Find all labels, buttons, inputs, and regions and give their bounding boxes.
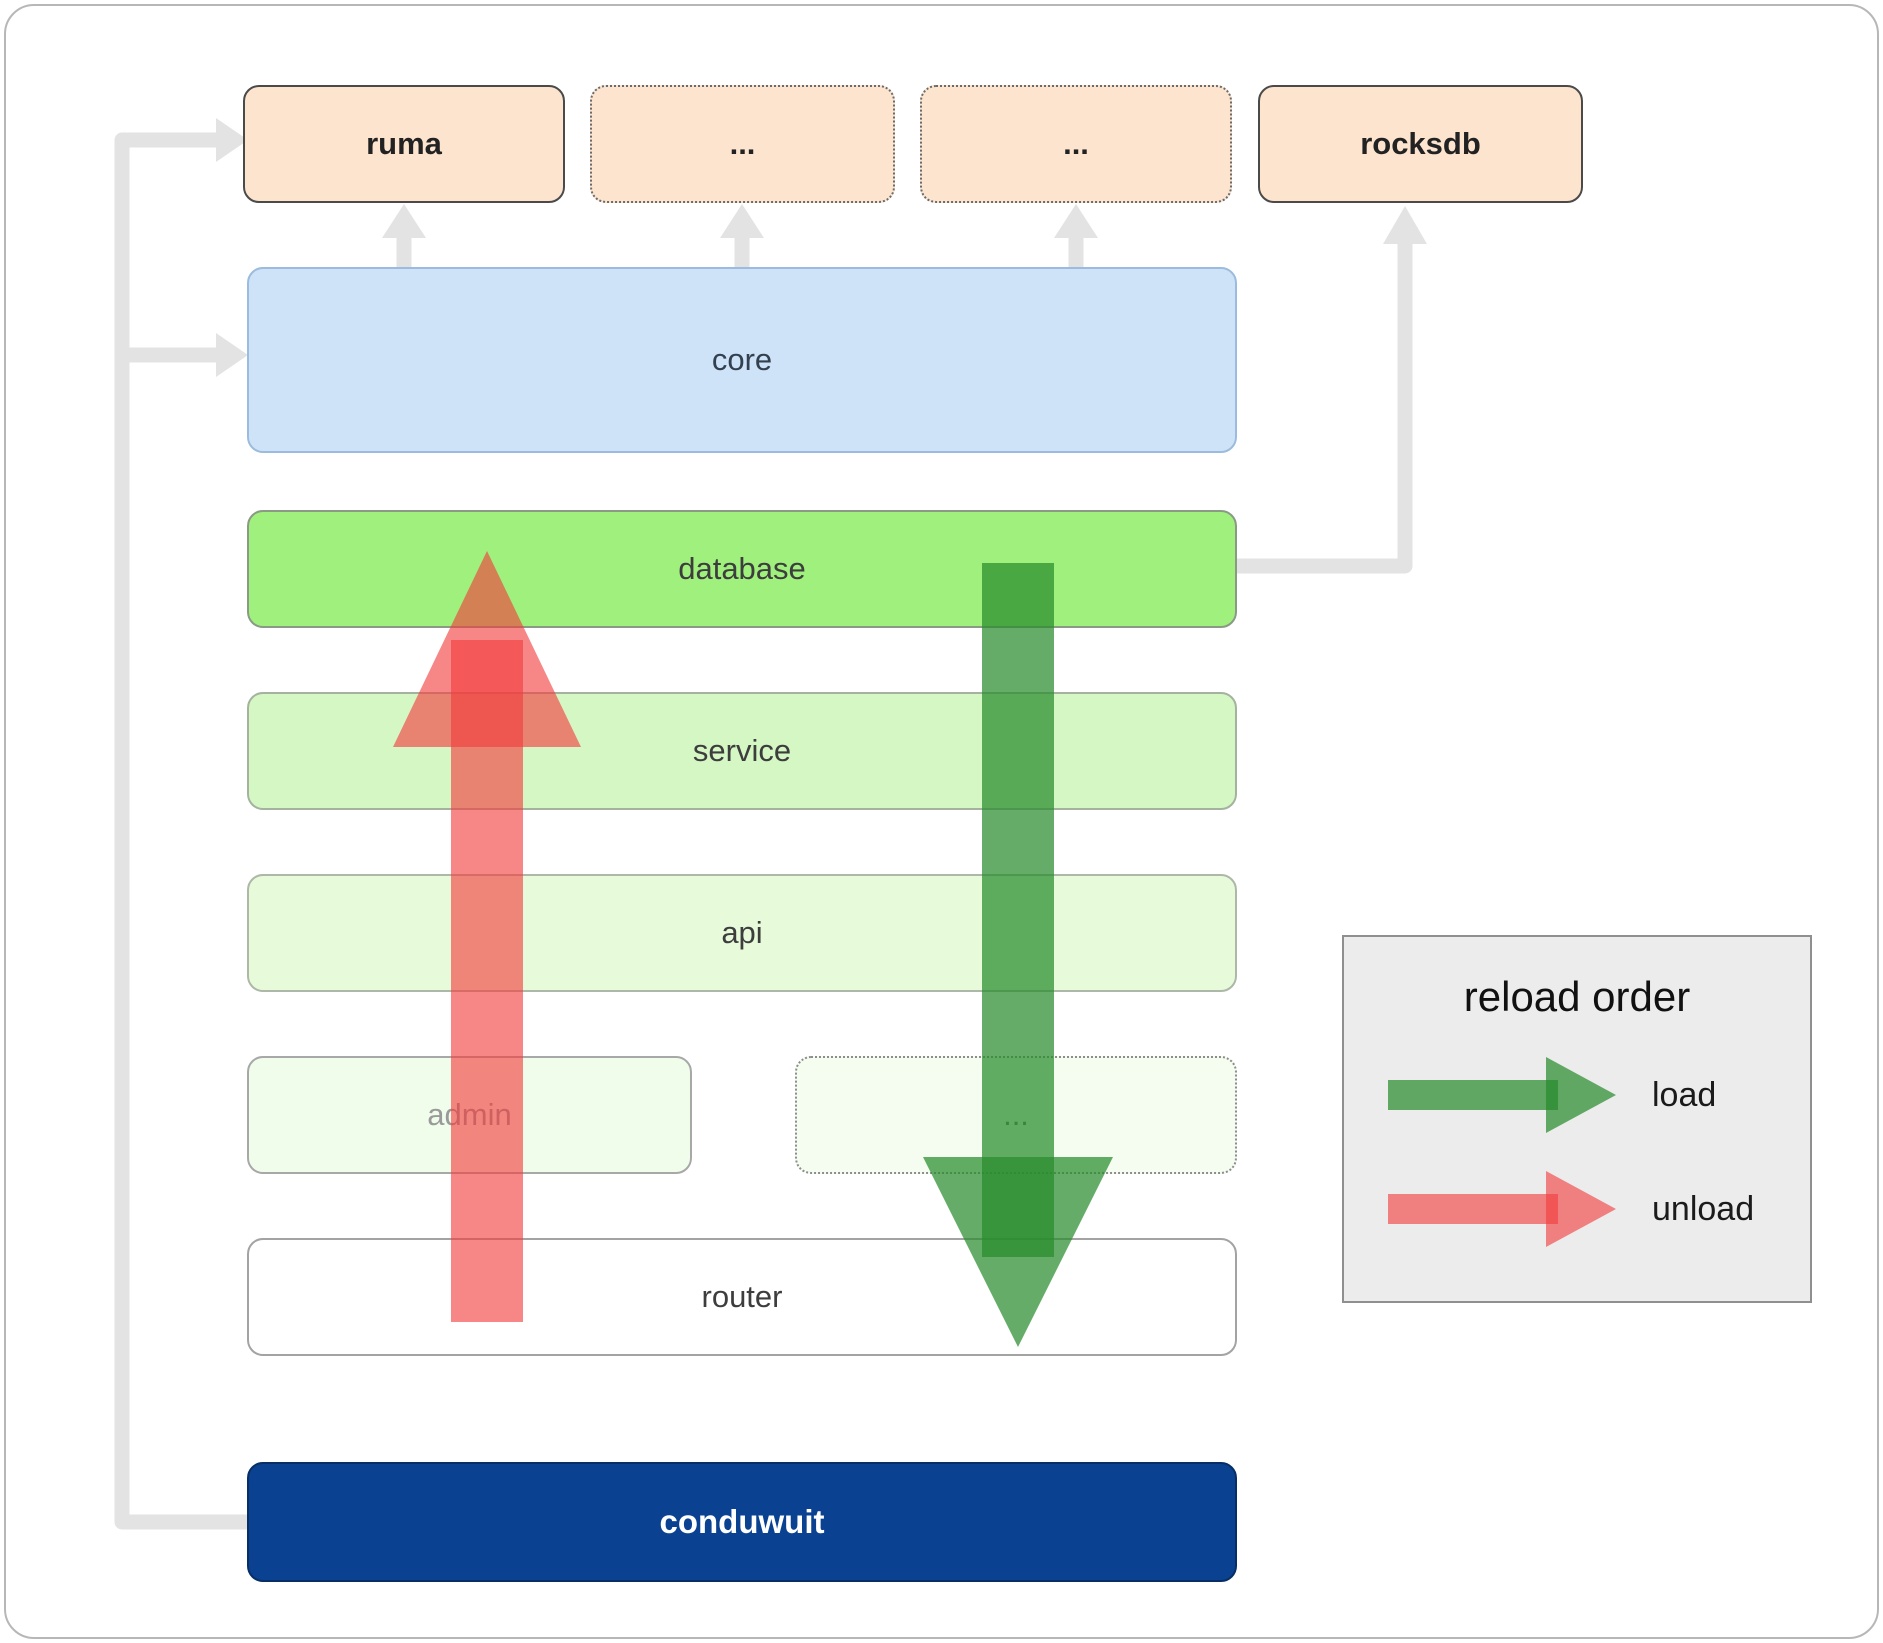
box-ruma: ruma	[243, 85, 565, 203]
box-database: database	[247, 510, 1237, 628]
box-service: service	[247, 692, 1237, 810]
legend-row-load: load	[1344, 1055, 1810, 1135]
unload-arrow-icon	[1388, 1171, 1616, 1247]
legend: reload order load unload	[1342, 935, 1812, 1303]
diagram-frame	[4, 4, 1879, 1639]
box-dependency-ellipsis-1: ...	[590, 85, 895, 203]
box-service-ellipsis: ...	[795, 1056, 1237, 1174]
legend-row-unload: unload	[1344, 1169, 1810, 1249]
legend-title: reload order	[1463, 973, 1691, 1020]
box-rocksdb: rocksdb	[1258, 85, 1583, 203]
box-conduwuit: conduwuit	[247, 1462, 1237, 1582]
box-api: api	[247, 874, 1237, 992]
box-dependency-ellipsis-2: ...	[920, 85, 1232, 203]
box-admin: admin	[247, 1056, 692, 1174]
load-arrow-icon	[1388, 1057, 1616, 1133]
box-core: core	[247, 267, 1237, 453]
box-router: router	[247, 1238, 1237, 1356]
legend-load-label: load	[1652, 1075, 1717, 1114]
legend-unload-label: unload	[1652, 1189, 1755, 1228]
